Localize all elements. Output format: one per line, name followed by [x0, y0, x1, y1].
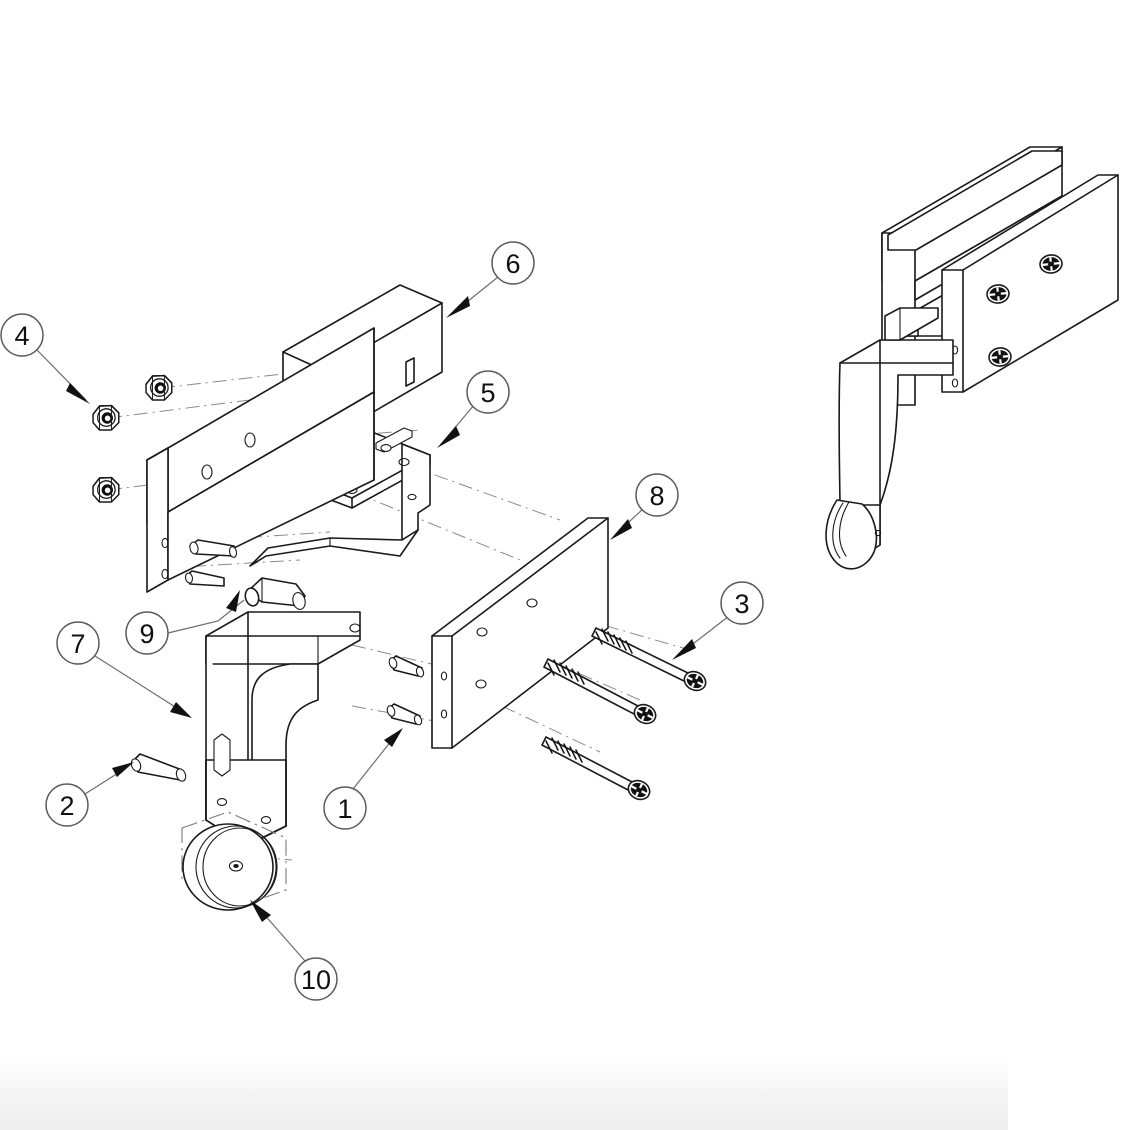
- callout-7[interactable]: 7: [56, 621, 192, 718]
- balloon-circle: [491, 241, 535, 285]
- hex-nut: [145, 374, 173, 401]
- screw: [541, 736, 654, 805]
- callout-8[interactable]: 8: [610, 473, 679, 540]
- part-left-back-plate: [146, 327, 375, 593]
- balloon-circle: [294, 957, 338, 1001]
- part-7-caster-arm: [205, 611, 361, 839]
- balloon-circle: [45, 783, 89, 827]
- screw: [591, 627, 710, 696]
- callout-layer: 4 6 5 8: [0, 241, 764, 1001]
- assembled-view: [825, 146, 1119, 570]
- balloon-circle: [466, 370, 510, 414]
- balloon-label: 5: [480, 378, 495, 408]
- balloon-label: 6: [505, 249, 520, 279]
- assembly-lever: [884, 307, 939, 341]
- callout-1[interactable]: 1: [323, 728, 403, 830]
- balloon-label: 1: [337, 794, 352, 824]
- part-9-pivot-shaft: [184, 539, 306, 610]
- screw: [543, 658, 660, 729]
- balloon-circle: [635, 473, 679, 517]
- balloon-label: 8: [649, 481, 664, 511]
- callout-9[interactable]: 9: [125, 590, 245, 655]
- balloon-label: 10: [301, 965, 331, 995]
- balloon-label: 3: [734, 589, 749, 619]
- balloon-label: 4: [14, 321, 29, 351]
- callout-3[interactable]: 3: [672, 581, 764, 660]
- part-2-axle-pin: [130, 753, 187, 782]
- callout-10[interactable]: 10: [250, 900, 338, 1001]
- part-1-dowel-pins: [386, 655, 425, 726]
- part-10-roller-wheel: [181, 811, 287, 911]
- balloon-circle: [125, 611, 169, 655]
- balloon-circle: [323, 786, 367, 830]
- callout-5[interactable]: 5: [437, 370, 510, 448]
- balloon-circle: [720, 581, 764, 625]
- balloon-label: 7: [70, 629, 85, 659]
- assembly-top-slab: [887, 150, 1063, 251]
- hex-nut: [92, 404, 120, 431]
- balloon-label: 2: [59, 791, 74, 821]
- balloon-label: 9: [139, 619, 154, 649]
- callout-4[interactable]: 4: [0, 313, 90, 404]
- balloon-circle: [56, 621, 100, 665]
- part-8-mounting-plate: [431, 517, 609, 749]
- callout-2[interactable]: 2: [45, 762, 134, 827]
- assembly-caster-arm: [825, 339, 954, 570]
- hex-nut: [92, 476, 120, 503]
- part-3-screws: [541, 627, 710, 805]
- assembly-front-plate: [941, 174, 1119, 393]
- footer-band: [0, 1055, 1008, 1130]
- balloon-circle: [0, 313, 44, 357]
- callout-6[interactable]: 6: [446, 241, 535, 318]
